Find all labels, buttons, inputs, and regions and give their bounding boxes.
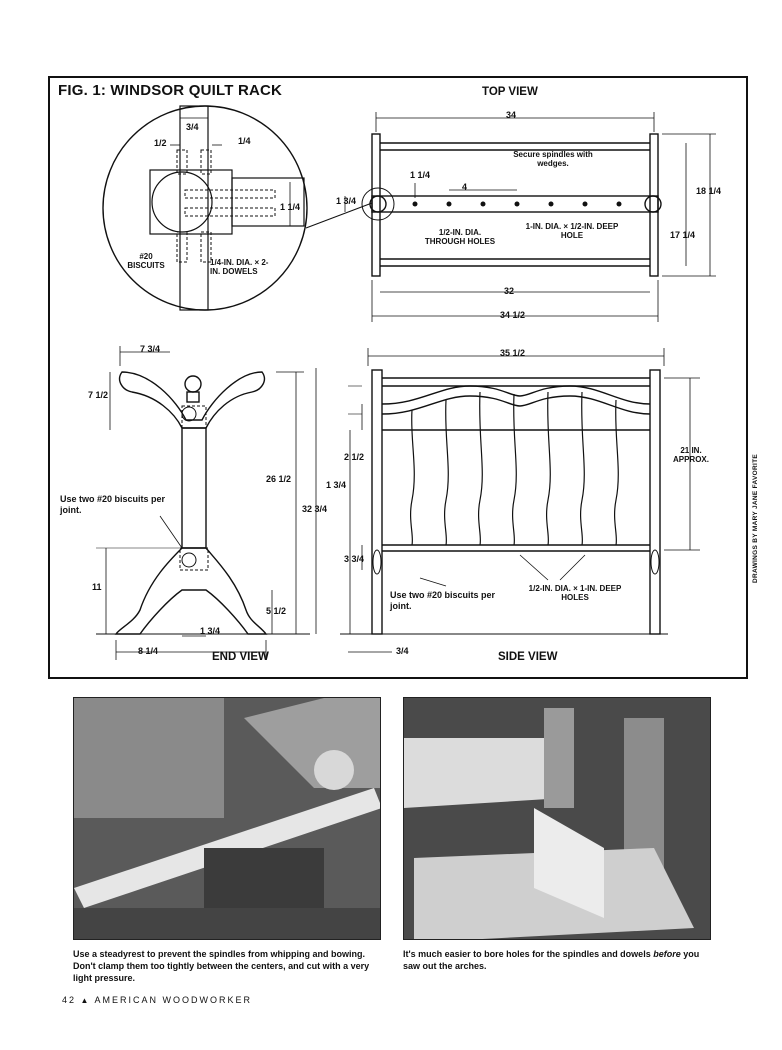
figure-frame xyxy=(48,76,748,679)
through-holes-label: 1/2-IN. DIA. THROUGH HOLES xyxy=(424,228,496,246)
top-depth-inner: 17 1/4 xyxy=(670,230,696,240)
side-overall-width: 35 1/2 xyxy=(500,348,526,358)
top-dim-1-3-4: 1 3/4 xyxy=(336,196,357,206)
end-top-width: 7 3/4 xyxy=(140,344,161,354)
page-footer: 42 ▲ AMERICAN WOODWORKER xyxy=(62,995,252,1005)
end-post-width: 1 3/4 xyxy=(200,626,221,636)
drawing-credit: DRAWINGS BY MARY JANE FAVORITE xyxy=(752,453,759,583)
deep-hole-label: 1-IN. DIA. × 1/2-IN. DEEP HOLE xyxy=(525,222,619,240)
end-top-arms xyxy=(118,371,266,429)
end-post-height: 26 1/2 xyxy=(266,474,292,484)
photo-lathe-steadyrest xyxy=(73,697,381,940)
caption-lathe: Use a steadyrest to prevent the spindles… xyxy=(73,949,370,983)
detail-dim-right: 1/4 xyxy=(238,136,251,146)
detail-post xyxy=(179,105,209,311)
detail-dim-side: 1 1/4 xyxy=(280,202,301,212)
side-post-thickness: 3/4 xyxy=(396,646,409,656)
magazine-name: AMERICAN WOODWORKER xyxy=(94,995,252,1005)
top-inner-width: 32 xyxy=(504,286,515,296)
side-arch-height: 21 IN. APPROX. xyxy=(672,446,709,464)
end-view-label: END VIEW xyxy=(212,651,269,663)
detail-round xyxy=(151,171,213,233)
side-dim-2-1-2: 2 1/2 xyxy=(344,452,365,462)
photo-drill-press xyxy=(403,697,711,940)
top-center-rail xyxy=(371,195,659,213)
side-biscuit-note: Use two #20 biscuits per joint. xyxy=(390,590,496,611)
side-left-post xyxy=(371,369,383,635)
detail-rail xyxy=(231,177,305,227)
triangle-icon: ▲ xyxy=(80,996,91,1005)
detail-leader xyxy=(305,202,373,229)
top-depth-outer: 18 1/4 xyxy=(696,186,722,196)
top-dim-1-1-4: 1 1/4 xyxy=(410,170,431,180)
top-view-label: TOP VIEW xyxy=(482,86,538,98)
side-deep-holes-label: 1/2-IN. DIA. × 1-IN. DEEP HOLES xyxy=(528,584,622,602)
page-number: 42 xyxy=(62,995,77,1005)
top-width-dim: 34 xyxy=(506,110,517,120)
secure-spindles-note: Secure spindles with wedges. xyxy=(513,150,593,168)
side-right-post xyxy=(649,369,661,635)
caption-drill-tail: you saw out the arches. xyxy=(403,949,700,971)
end-foot-height: 11 xyxy=(92,582,102,592)
detail-dim-top: 3/4 xyxy=(186,122,199,132)
end-base xyxy=(114,547,268,635)
end-foot-rise: 5 1/2 xyxy=(266,606,287,616)
end-post xyxy=(181,427,207,549)
caption-drill-emphasis: before xyxy=(653,949,681,959)
top-right-post xyxy=(649,133,659,277)
caption-drill-lead: It's much easier to bore holes for the s… xyxy=(403,949,654,959)
top-overall-width: 34 1/2 xyxy=(500,310,526,320)
side-view-label: SIDE VIEW xyxy=(498,651,558,663)
end-overall-height: 32 3/4 xyxy=(302,504,328,514)
photo-lathe-illustration xyxy=(74,698,380,939)
detail-dowels-label: 1/4-IN. DIA. × 2-IN. DOWELS xyxy=(210,258,269,276)
top-spacing-dim: 4 xyxy=(462,182,468,192)
caption-drill: It's much easier to bore holes for the s… xyxy=(403,948,703,972)
side-dim-1-3-4: 1 3/4 xyxy=(326,480,347,490)
top-left-post xyxy=(371,133,381,277)
photo-drill-illustration xyxy=(404,698,710,939)
end-biscuit-note: Use two #20 biscuits per joint. xyxy=(60,494,166,515)
end-base-width: 8 1/4 xyxy=(138,646,159,656)
detail-dim-left: 1/2 xyxy=(154,138,167,148)
figure-title: FIG. 1: WINDSOR QUILT RACK xyxy=(58,82,283,99)
detail-biscuits-label: #20 BISCUITS xyxy=(127,252,165,270)
side-dim-3-3-4: 3 3/4 xyxy=(344,554,365,564)
end-arm-height: 7 1/2 xyxy=(88,390,109,400)
